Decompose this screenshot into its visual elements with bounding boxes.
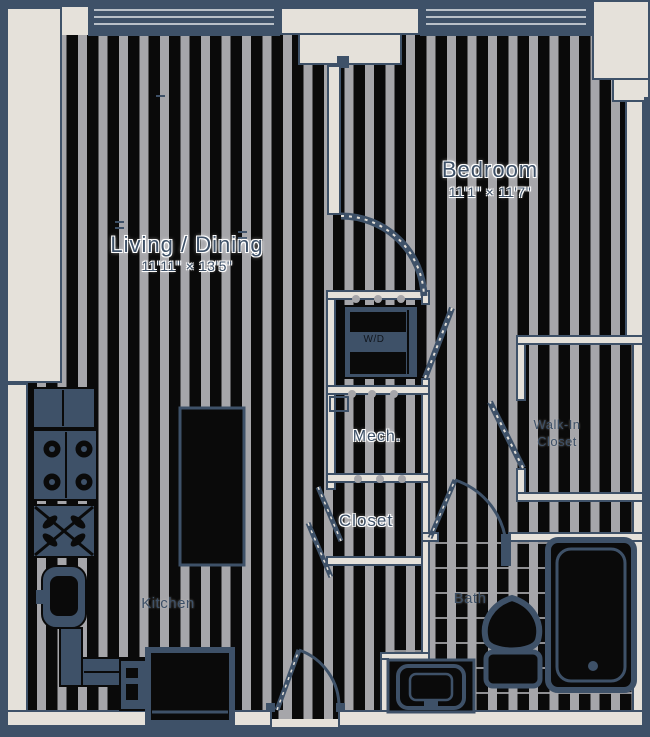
washer-dryer-unit	[343, 305, 419, 379]
bedroom-door	[340, 212, 428, 297]
wall-wic-bottom	[516, 492, 644, 502]
washer-dryer-door	[422, 306, 455, 380]
bath-door	[427, 478, 511, 566]
bath-label: Bath	[453, 590, 487, 607]
frame-top-strip	[0, 0, 592, 7]
kitchen-island	[145, 647, 235, 726]
wall-bottom-right	[338, 710, 644, 727]
kitchen-counter	[32, 387, 96, 429]
frame-right-strip	[644, 97, 650, 737]
kitchen-sink-icon	[36, 565, 87, 629]
window-glazing-line	[94, 23, 274, 25]
entry-door	[266, 648, 345, 712]
stove-icon	[32, 429, 98, 501]
kitchen-peninsula	[178, 406, 246, 567]
window-glazing-line	[94, 9, 274, 11]
closet-bifold-door	[305, 486, 344, 578]
bedroom-dims: 11'1" × 11'7"	[448, 184, 532, 200]
walk-in-closet-label-line2: Closet	[537, 434, 577, 449]
window-glazing-line	[426, 9, 586, 11]
walk-in-closet-label-line1: Walk-In	[533, 417, 581, 432]
toilet-icon	[481, 594, 543, 689]
living-room-dims: 11'11" × 13'5"	[141, 258, 233, 274]
wall-living-bedroom-divider	[327, 65, 341, 215]
entry-door-sill-floor	[272, 710, 338, 719]
window-glazing-line	[94, 16, 274, 18]
wall-mech-top	[326, 385, 430, 395]
closet-label: Closet	[338, 511, 394, 530]
washer-dryer-label: W/D	[363, 334, 385, 345]
wall-bedroom-south	[516, 335, 644, 345]
frame-left-strip	[0, 0, 6, 737]
door-pivot-dots	[348, 295, 406, 483]
cabinet-cross-icon	[32, 504, 96, 558]
mech-equipment-box	[329, 396, 349, 412]
frame-bottom-strip	[0, 727, 650, 737]
plank-joint-marks	[115, 95, 247, 239]
mech-room-label: Mech.	[352, 428, 402, 445]
wall-top-right-corner	[592, 0, 650, 80]
bedroom-label: Bedroom	[441, 157, 539, 182]
bathtub-icon	[545, 537, 637, 693]
window-glazing-line	[426, 16, 586, 18]
wall-top-column	[280, 7, 420, 35]
kitchen-label: Kitchen	[141, 595, 195, 612]
wall-left-upper	[6, 7, 62, 383]
walk-in-closet-door	[487, 400, 526, 470]
window-glazing-line	[426, 23, 586, 25]
wall-top-column-stem	[298, 33, 402, 65]
dishwasher-icon	[119, 659, 147, 711]
living-room-label: Living / Dining	[110, 232, 264, 257]
wall-wic-left-upper	[516, 343, 526, 401]
vanity-sink-icon	[386, 658, 476, 714]
